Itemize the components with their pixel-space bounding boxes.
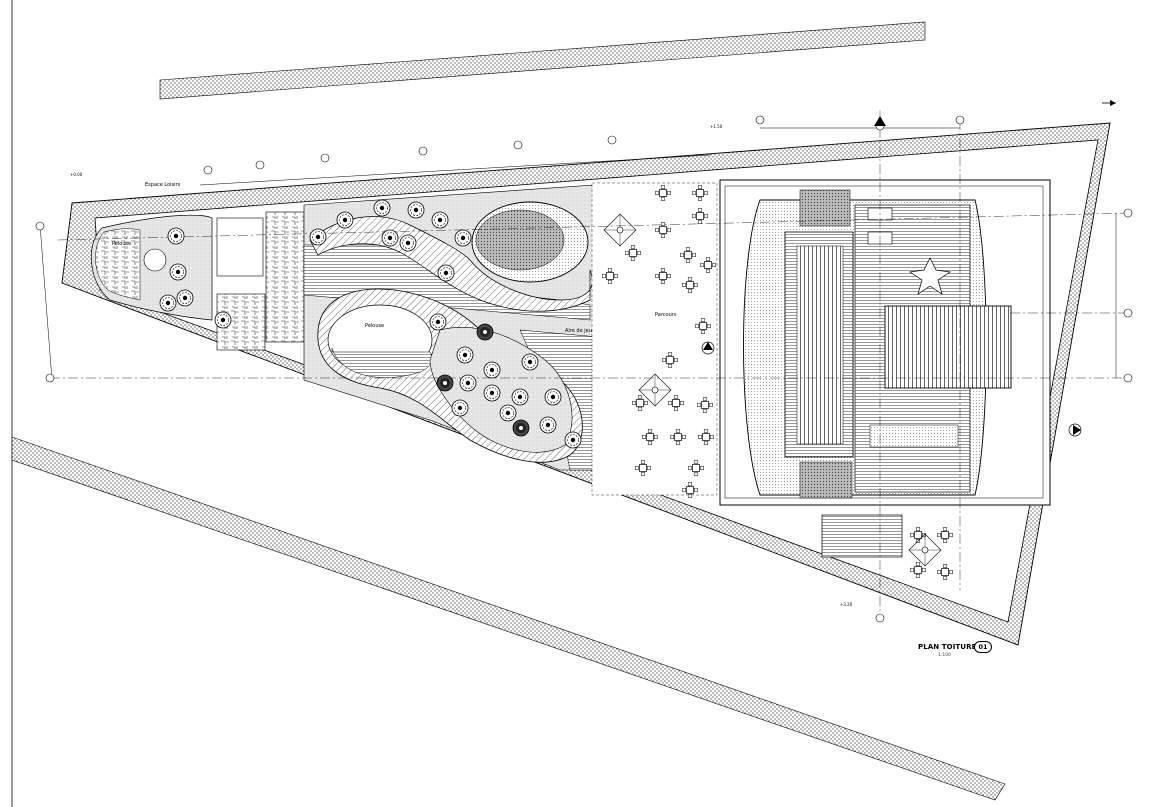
drawing-number: 01 (974, 641, 992, 653)
drawing-scale: 1:100 (938, 653, 951, 658)
tree-icon (407, 201, 425, 219)
terrace-east (591, 182, 718, 496)
entrance-steps (821, 514, 903, 558)
grid-bubble (255, 160, 265, 170)
service-block (216, 217, 264, 277)
tree-icon (176, 289, 194, 307)
tree-icon (456, 346, 474, 364)
roof-stage-inner (796, 245, 844, 445)
grid-bubble (875, 613, 885, 623)
tree-icon (512, 419, 530, 437)
drawing-title-block: PLAN TOITURE 01 1:100 (918, 641, 1008, 665)
tree-icon (373, 199, 391, 217)
tree-icon (336, 211, 354, 229)
grid-bubble (755, 115, 765, 125)
roof-star-feature (909, 257, 951, 295)
level-mark: +1.50 (710, 124, 723, 129)
tree-icon (381, 229, 399, 247)
tree-icon (437, 264, 455, 282)
drawing-title: PLAN TOITURE (918, 643, 977, 651)
dimension-top (199, 154, 711, 186)
planter-bench (869, 424, 959, 448)
building-inner (724, 185, 1044, 499)
oval-planter-core (475, 209, 565, 271)
tree-icon (483, 361, 501, 379)
level-mark: +0.00 (70, 172, 83, 177)
tree-icon (429, 313, 447, 331)
tree-icon (521, 353, 539, 371)
label-zone-b: Parcours (655, 312, 677, 318)
grid-bubble (203, 165, 213, 175)
tree-icon (544, 388, 562, 406)
tree-icon (564, 431, 582, 449)
section-marker-icon (701, 341, 715, 355)
tree-icon (214, 311, 232, 329)
grid-bubble (320, 153, 330, 163)
grid-bubble (45, 373, 55, 383)
road-band-bottom (11, 436, 1006, 801)
level-mark: +3.20 (840, 602, 853, 607)
grid-bubble (955, 115, 965, 125)
dimension-left (39, 224, 53, 381)
road-band-top (159, 21, 926, 100)
grid-bubble (1123, 308, 1133, 318)
north-arrow-icon (1102, 100, 1116, 106)
paving-strip-a (265, 211, 305, 343)
tree-icon (454, 229, 472, 247)
tree-icon (483, 384, 501, 402)
section-marker-icon (874, 116, 886, 126)
label-zone-c: Pelouse (365, 323, 384, 329)
grid-bubble (1123, 373, 1133, 383)
tree-icon (511, 388, 529, 406)
tree-icon (167, 227, 185, 245)
tree-icon (476, 323, 494, 341)
tree-icon (399, 234, 417, 252)
label-zone-a: Espace Loisirs (145, 182, 181, 188)
grid-bubble (607, 135, 617, 145)
tree-icon (539, 416, 557, 434)
stair-north (799, 189, 851, 227)
tree-icon (451, 399, 469, 417)
section-marker-icon (1068, 423, 1082, 437)
grid-line-top (57, 212, 1131, 241)
roof-canopy (884, 305, 1012, 389)
tree-icon (499, 404, 517, 422)
stair-south (799, 461, 853, 499)
grid-bubble (418, 146, 428, 156)
tree-icon (436, 374, 454, 392)
tree-icon (459, 374, 477, 392)
tree-icon (431, 211, 449, 229)
label-zone-e: Pelouse (112, 241, 131, 247)
label-zone-d: Aire de jeu (565, 328, 592, 334)
tree-icon (169, 263, 187, 281)
west-plaza-pattern (95, 228, 141, 301)
grid-bubble (35, 221, 45, 231)
grid-bubble (1123, 208, 1133, 218)
tree-icon (159, 294, 177, 312)
west-plaza-fountain (143, 248, 167, 272)
grid-bubble (513, 140, 523, 150)
serpentine-path (309, 216, 593, 312)
tree-icon (309, 228, 327, 246)
